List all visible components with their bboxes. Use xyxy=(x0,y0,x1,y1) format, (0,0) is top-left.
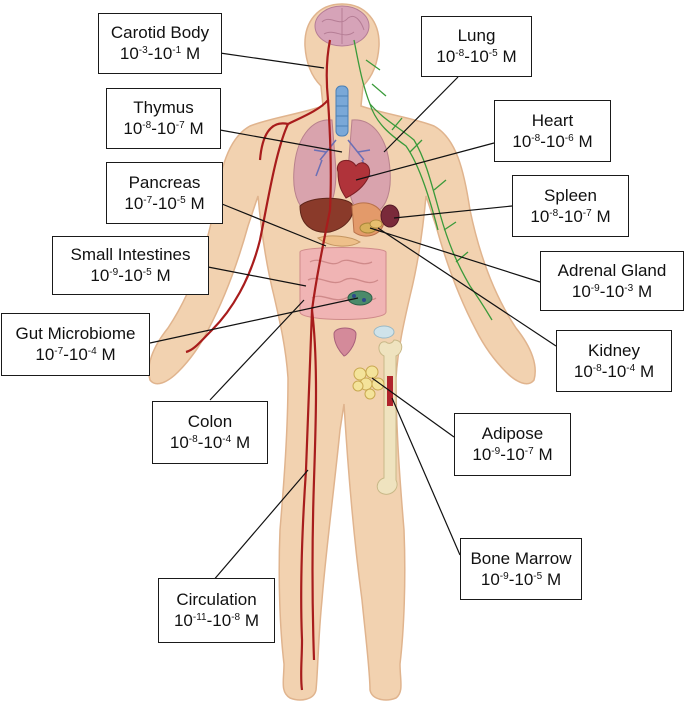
leader-line-circulation xyxy=(211,469,309,583)
concentration-range: 10-8-10-7 M xyxy=(123,119,204,138)
organ-name: Kidney xyxy=(588,340,640,360)
organ-name: Pancreas xyxy=(128,172,201,192)
label-gut-microbiome: Gut Microbiome 10-7-10-4 M xyxy=(1,313,150,376)
leader-line-bone-marrow xyxy=(391,397,461,556)
leader-line-small-intestines xyxy=(207,266,307,287)
organ-name: Heart xyxy=(531,110,574,130)
concentration-range: 10-8-10-6 M xyxy=(512,131,593,151)
concentration-range: 10-3-10-1 M xyxy=(119,44,201,63)
leader-line-thymus xyxy=(219,129,343,153)
concentration-range: 10-9-10-5 M xyxy=(480,569,562,589)
concentration-range: 10-8-10-7 M xyxy=(530,206,611,226)
label-heart: Heart 10-8-10-6 M xyxy=(494,100,611,162)
trachea-graphic xyxy=(335,85,349,137)
label-adrenal-gland: Adrenal Gland 10-9-10-3 M xyxy=(540,251,684,311)
concentration-range: 10-9-10-3 M xyxy=(571,281,653,301)
leader-line-lung xyxy=(383,76,459,153)
adipose-cells-graphic xyxy=(352,365,385,400)
organ-name: Circulation xyxy=(176,590,257,609)
label-bone-marrow: Bone Marrow 10-9-10-5 M xyxy=(460,538,582,600)
organ-name: Small Intestines xyxy=(70,245,191,264)
label-pancreas: Pancreas 10-7-10-5 M xyxy=(106,162,223,224)
intestines-graphic xyxy=(299,247,395,357)
leader-line-spleen xyxy=(393,205,513,219)
concentration-range: 10-9-10-5 M xyxy=(90,266,171,285)
label-carotid-body: Carotid Body 10-3-10-1 M xyxy=(98,13,222,74)
brain-graphic xyxy=(314,5,370,47)
leader-line-adrenal-gland xyxy=(369,227,541,283)
label-lung: Lung 10-8-10-5 M xyxy=(421,16,532,77)
concentration-range: 10-7-10-4 M xyxy=(35,345,116,364)
organ-name: Carotid Body xyxy=(110,23,210,42)
leader-lines xyxy=(149,52,557,583)
leader-line-heart xyxy=(355,142,495,181)
abdominal-organs-graphic xyxy=(299,197,400,247)
label-adipose: Adipose 10-9-10-7 M xyxy=(454,413,571,476)
leader-line-adipose xyxy=(371,377,455,438)
label-kidney: Kidney 10-8-10-4 M xyxy=(556,330,672,392)
heart-graphic xyxy=(336,159,370,199)
organ-name: Spleen xyxy=(544,185,597,205)
leader-line-pancreas xyxy=(221,203,327,247)
organ-name: Adrenal Gland xyxy=(557,260,667,280)
concentration-range: 10-9-10-7 M xyxy=(472,445,553,464)
concentration-range: 10-8-10-4 M xyxy=(573,361,655,381)
leader-line-gut-microbiome xyxy=(149,297,359,344)
concentration-range: 10-11-10-8 M xyxy=(173,611,260,630)
organ-name: Adipose xyxy=(481,424,544,443)
organ-name: Colon xyxy=(187,412,233,431)
label-small-intestines: Small Intestines 10-9-10-5 M xyxy=(52,236,209,295)
concentration-range: 10-8-10-4 M xyxy=(169,433,251,452)
organ-name: Lung xyxy=(457,26,496,45)
organ-name: Bone Marrow xyxy=(470,548,572,568)
leader-line-colon xyxy=(209,299,305,401)
organ-name: Thymus xyxy=(133,98,194,117)
lymphatic-vessels xyxy=(353,39,493,321)
organ-name: Gut Microbiome xyxy=(15,324,136,343)
label-colon: Colon 10-8-10-4 M xyxy=(152,401,268,464)
label-thymus: Thymus 10-8-10-7 M xyxy=(106,88,221,149)
leader-line-carotid-body xyxy=(219,52,325,69)
leader-line-kidney xyxy=(377,227,557,347)
label-spleen: Spleen 10-8-10-7 M xyxy=(512,175,629,237)
concentration-range: 10-8-10-5 M xyxy=(436,47,517,66)
label-circulation: Circulation 10-11-10-8 M xyxy=(158,578,275,643)
concentration-range: 10-7-10-5 M xyxy=(124,193,205,213)
